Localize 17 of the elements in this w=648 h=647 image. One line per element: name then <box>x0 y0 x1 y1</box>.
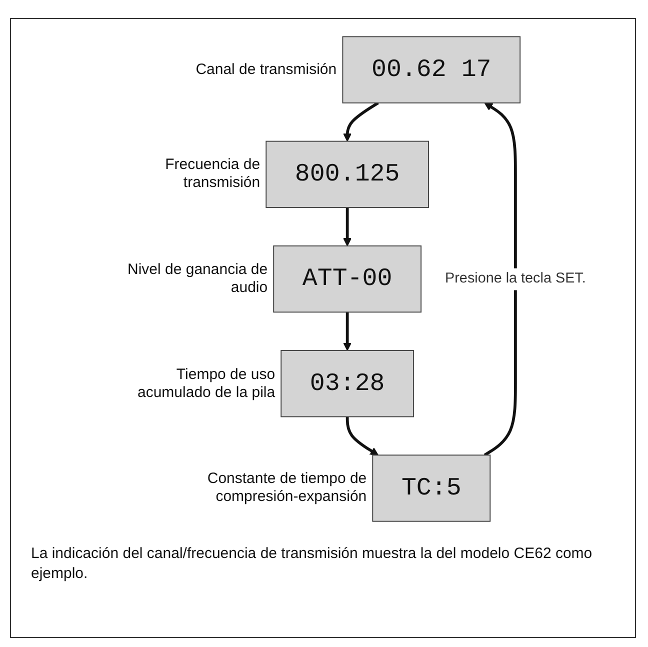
node-box: 800.125 <box>266 140 429 208</box>
node-box: 00.62 17 <box>342 36 521 104</box>
arrow <box>484 102 517 456</box>
arrow <box>343 312 352 351</box>
node-box: TC:5 <box>372 454 491 522</box>
node-box: 03:28 <box>280 350 414 418</box>
display-description: Tiempo de uso acumulado de la pila <box>136 366 276 402</box>
arrow <box>343 208 352 246</box>
display-description: Frecuencia de transmisión <box>164 156 260 192</box>
node-box: ATT-00 <box>273 245 422 313</box>
edge-label: Presione la tecla SET. <box>445 270 586 286</box>
arrow <box>346 416 379 456</box>
caption: La indicación del canal/frecuencia de transmisión muestra la del modelo CE62 como ejemplo. <box>31 544 594 584</box>
display-description: Constante de tiempo de compresión-expansión <box>206 470 367 506</box>
display-description: Canal de transmisión <box>196 60 337 79</box>
arrow <box>343 102 379 142</box>
display-description: Nivel de ganancia de audio <box>126 261 268 297</box>
